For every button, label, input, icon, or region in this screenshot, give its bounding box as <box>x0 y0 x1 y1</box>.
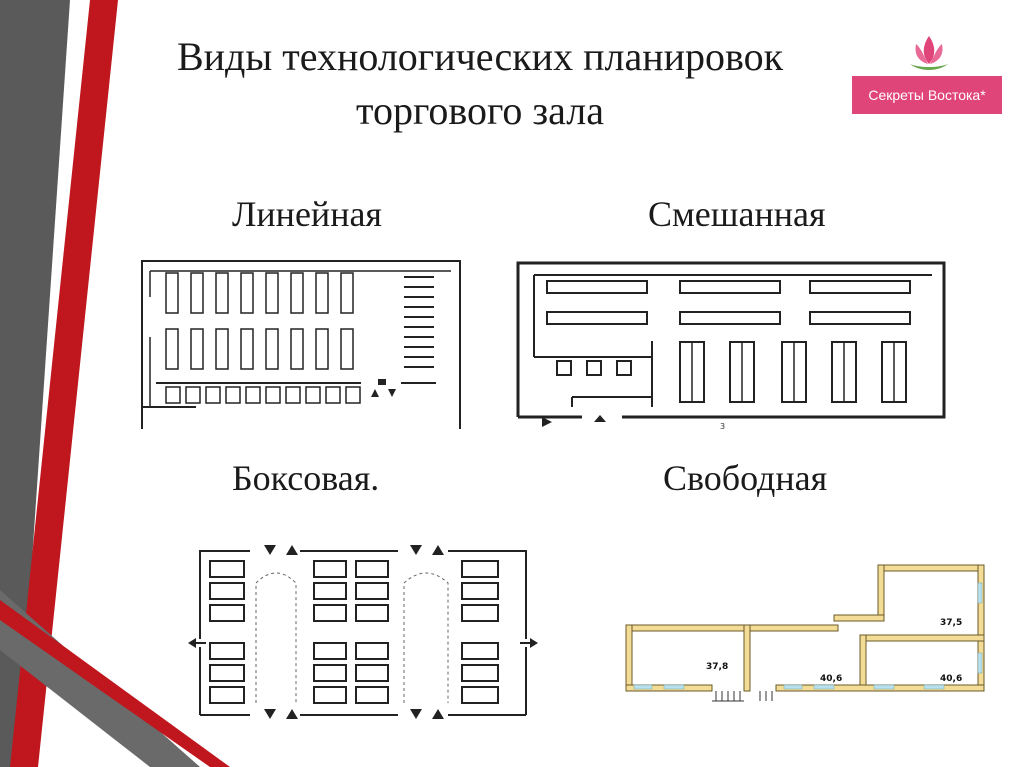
label-mixed: Смешанная <box>648 194 826 234</box>
free-layout-plan: 37,5 37,8 40,6 40,6 <box>624 561 990 703</box>
linear-layout-plan <box>136 257 466 433</box>
mixed-layout-plan: 3 <box>512 257 952 435</box>
logo-text: Секреты Востока* <box>868 87 986 103</box>
lotus-icon <box>910 36 948 70</box>
label-free: Свободная <box>663 458 828 498</box>
area-label-1: 37,5 <box>940 618 962 628</box>
slide-title: Виды технологических планировок торговог… <box>100 30 860 138</box>
area-label-2: 37,8 <box>706 662 728 672</box>
title-line-1: Виды технологических планировок <box>176 34 784 79</box>
decorative-stripes <box>0 0 230 767</box>
area-label-4: 40,6 <box>940 674 962 684</box>
box-layout-plan <box>186 543 542 723</box>
label-box: Боксовая. <box>232 458 380 498</box>
area-label-3: 40,6 <box>820 674 842 684</box>
brand-logo: Секреты Востока* <box>852 28 1002 116</box>
title-line-2: торгового зала <box>355 88 604 133</box>
mixed-plan-mark: 3 <box>720 422 725 431</box>
logo-box <box>852 76 1002 114</box>
label-linear: Линейная <box>232 194 382 234</box>
